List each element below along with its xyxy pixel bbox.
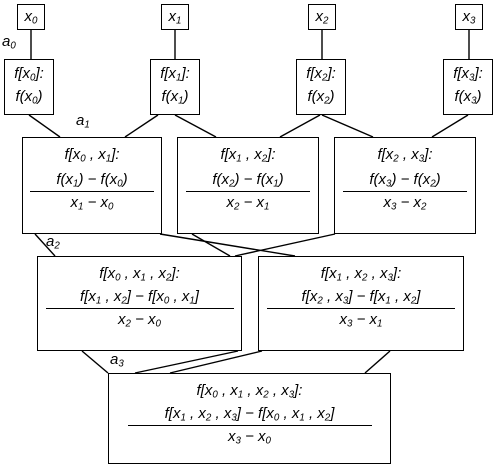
level0-box-1: f[x1]: f(x1) [150,59,200,115]
level2-head: f[x1 , x2 , x3]: [320,265,402,284]
level1-head: f[x2 , x3]: [377,146,433,165]
level0-top: f[x3]: [453,65,483,84]
level3-head: f[x0 , x1 , x2 , x3]: [196,382,303,401]
level2-numerator: f[x2 , x3] − f[x1 , x2] [301,287,421,307]
level1-box-0: f[x0 , x1]: f(x1) − f(x0) x1 − x0 [22,137,162,234]
level1-box-1: f[x1 , x2]: f(x2) − f(x1) x2 − x1 [177,137,319,234]
label-a2: a2 [46,233,60,252]
level0-top: f[x0]: [14,65,44,84]
level1-numerator: f(x2) − f(x1) [212,170,284,190]
level1-numerator: f(x3) − f(x2) [369,170,441,190]
input-box-x0: x0 [17,4,45,30]
label-a1: a1 [76,112,90,131]
level2-denominator: x2 − x0 [118,311,161,330]
level2-numerator: f[x1 , x2] − f[x0 , x1] [80,287,199,307]
level1-denominator: x2 − x1 [226,194,270,213]
input-box-x2: x2 [308,4,336,30]
level1-numerator: f(x1) − f(x0) [56,170,128,190]
connector-line [321,114,374,138]
level0-bottom: f(x0) [15,87,43,107]
fraction-bar [45,308,234,310]
level0-box-0: f[x0]: f(x0) [4,59,54,115]
fraction-bar [343,191,467,193]
level0-bottom: f(x1) [161,87,189,107]
input-label: x1 [168,8,182,27]
level0-box-3: f[x3]: f(x3) [443,59,493,115]
connector-line [234,233,336,257]
level0-top: f[x1]: [160,65,190,84]
connector-line [191,233,231,257]
connector-line [134,350,239,374]
level3-denominator: x3 − x0 [228,428,271,447]
connector-line [279,114,321,138]
level1-denominator: x1 − x0 [70,194,114,213]
level0-top: f[x2]: [306,65,336,84]
level0-bottom: f(x3) [454,87,482,107]
connector-line [159,233,296,257]
connector-line [431,114,469,138]
connector-line [34,233,56,257]
level2-denominator: x3 − x1 [339,311,383,330]
label-a0: a0 [2,33,16,52]
input-box-x1: x1 [161,4,189,30]
fraction-bar [267,308,455,310]
level2-head: f[x0 , x1 , x2]: [99,265,180,284]
level3-box-0: f[x0 , x1 , x2 , x3]: f[x1 , x2 , x3] − … [108,373,391,464]
level2-box-1: f[x1 , x2 , x3]: f[x2 , x3] − f[x1 , x2]… [258,256,464,351]
input-label: x0 [24,8,38,27]
level0-box-2: f[x2]: f(x2) [296,59,346,115]
input-label: x3 [462,8,476,27]
fraction-bar [127,425,372,427]
level1-head: f[x0 , x1]: [64,146,120,165]
level1-denominator: x3 − x2 [383,194,427,213]
input-box-x3: x3 [455,4,483,30]
fraction-bar [186,191,310,193]
connector-line [81,350,109,374]
connector-line [364,350,391,374]
connector-line [124,114,159,138]
level1-box-2: f[x2 , x3]: f(x3) − f(x2) x3 − x2 [334,137,476,234]
level1-head: f[x1 , x2]: [220,146,276,165]
connector-line [174,114,217,138]
fraction-bar [30,191,154,193]
level0-bottom: f(x2) [307,87,335,107]
label-a3: a3 [110,351,124,370]
level3-numerator: f[x1 , x2 , x3] − f[x0 , x1 , x2] [164,404,335,424]
connector-line [169,350,263,374]
level2-box-0: f[x0 , x1 , x2]: f[x1 , x2] − f[x0 , x1]… [37,256,242,351]
connector-line [28,114,61,138]
input-label: x2 [315,8,329,27]
